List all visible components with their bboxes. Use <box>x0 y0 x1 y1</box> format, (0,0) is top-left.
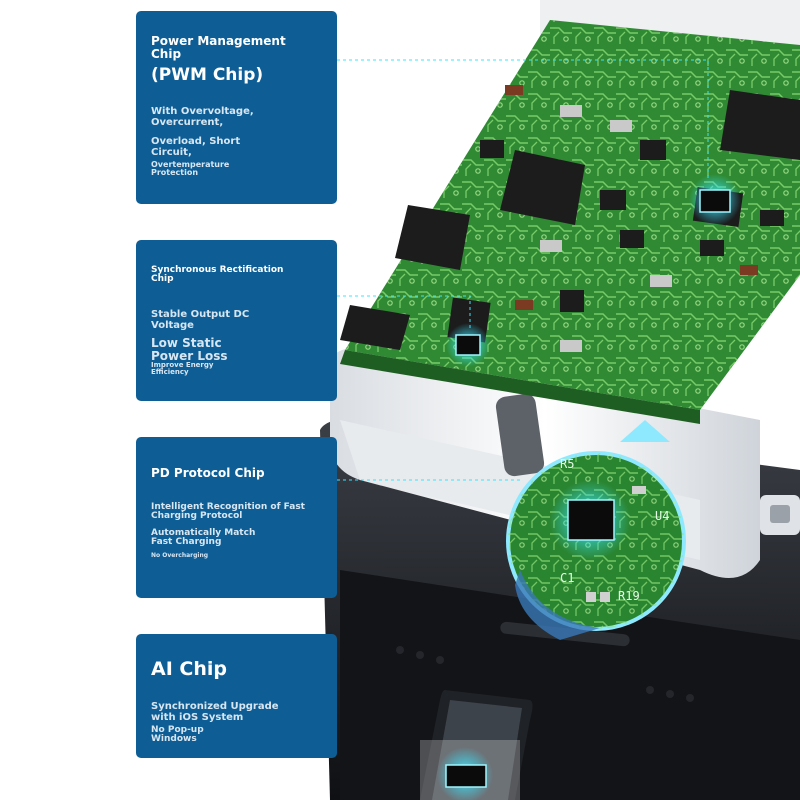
callout-lines <box>337 59 709 481</box>
card-line: With Overvoltage, Overcurrent, <box>151 106 254 128</box>
card-title: PD Protocol Chip <box>151 466 265 480</box>
card-line: Intelligent Recognition of Fast Charging… <box>151 502 305 522</box>
card-title: Synchronous Rectification Chip <box>151 265 284 285</box>
card-subtitle: (PWM Chip) <box>151 65 264 85</box>
feature-card-ai-chip: AI Chip Synchronized Upgrade with iOS Sy… <box>136 634 337 758</box>
card-title: Power Management Chip <box>151 34 286 61</box>
card-line: Automatically Match Fast Charging <box>151 528 256 548</box>
feature-card-pd-protocol-chip: PD Protocol Chip Intelligent Recognition… <box>136 437 337 598</box>
pcb-label-r5: R5 <box>560 457 574 471</box>
card-line: Synchronized Upgrade with iOS System <box>151 701 279 723</box>
pcb-board <box>340 20 800 424</box>
pd-chip-magnifier: R19 C1 U4 R5 <box>506 420 686 640</box>
lightning-connector <box>420 690 533 800</box>
card-line: No Pop-up Windows <box>151 725 204 745</box>
card-line: Overtemperature Protection <box>151 160 230 178</box>
card-line: Low Static Power Loss <box>151 336 228 363</box>
pcb-label-c1: C1 <box>560 571 574 585</box>
feature-card-rectification-chip: Synchronous Rectification Chip Stable Ou… <box>136 240 337 401</box>
card-line: Stable Output DC Voltage <box>151 309 250 331</box>
feature-card-pwm-chip: Power Management Chip (PWM Chip) With Ov… <box>136 11 337 204</box>
card-line: Improve Energy Efficiency <box>151 361 214 377</box>
pcb-label-r19: R19 <box>618 589 640 603</box>
chip-highlights <box>446 174 741 367</box>
card-line: No Overcharging <box>151 552 209 559</box>
card-line: Overload, Short Circuit, <box>151 136 241 158</box>
card-title: AI Chip <box>151 658 227 680</box>
pcb-label-u4: U4 <box>655 509 669 523</box>
